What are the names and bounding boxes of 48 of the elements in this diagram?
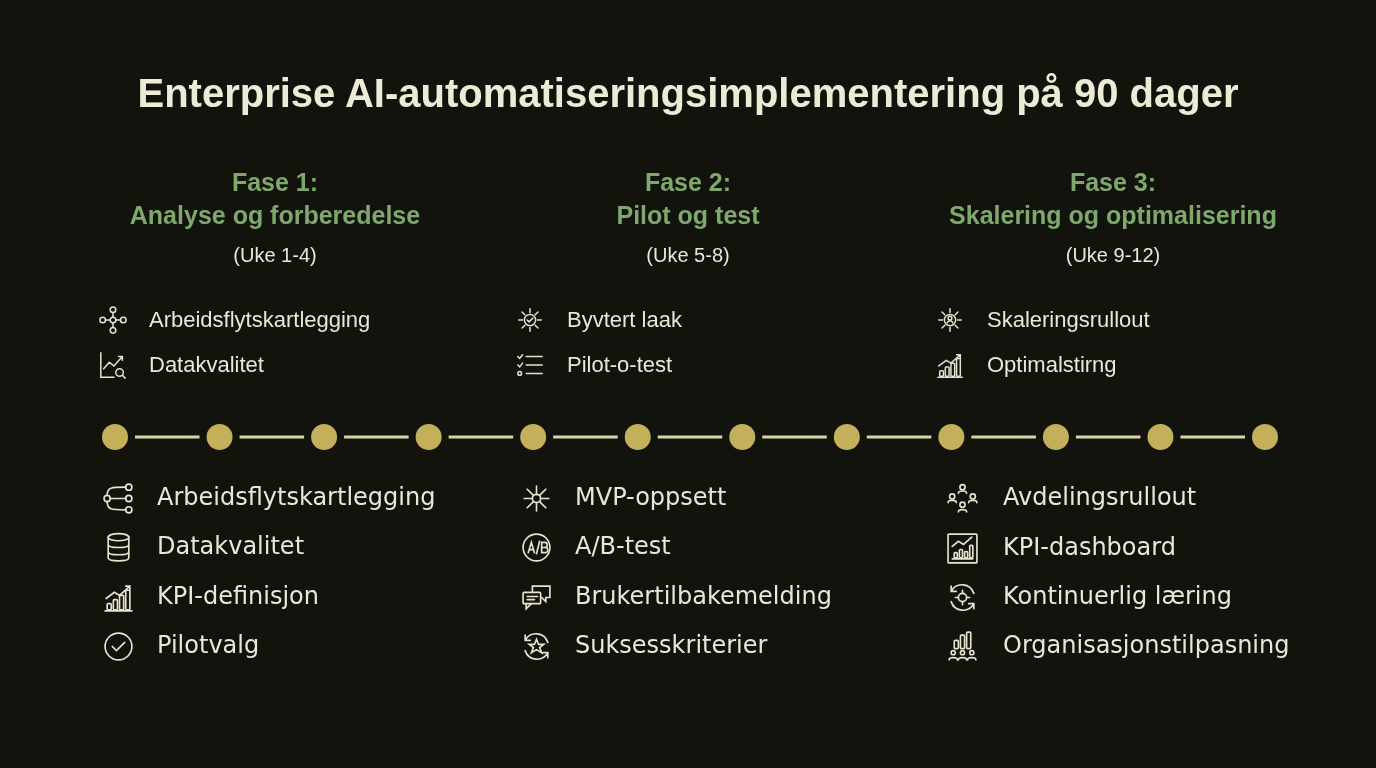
- timeline-dot: [206, 424, 233, 450]
- task-item: Byvtert laak: [567, 305, 682, 334]
- task-item: Pilot-o-test: [567, 350, 673, 379]
- task-item: MVP-oppsett: [575, 482, 727, 514]
- task-item: Datakvalitet: [157, 531, 305, 563]
- timeline-dot: [624, 424, 651, 450]
- title: Enterprise AI-automatiseringsimplementering på 90 dager: [136, 70, 1240, 117]
- task-item: A/B-test: [575, 531, 671, 563]
- connector-line: [971, 435, 1036, 439]
- phase-heading: Fase 3: Skalering og optimalisering: [948, 167, 1278, 231]
- week-range: (Uke 9-12): [1064, 243, 1162, 268]
- timeline-dot: [729, 424, 756, 450]
- connector-line: [1180, 435, 1245, 439]
- week-range: (Uke 5-8): [645, 243, 731, 268]
- task-item: Datakvalitet: [149, 350, 264, 379]
- task-item: Brukertilbakemelding: [575, 581, 832, 613]
- phase-heading: Fase 2: Pilot og test: [615, 167, 761, 231]
- timeline-dot: [1252, 424, 1278, 450]
- connector-line: [135, 435, 200, 439]
- timeline-dot: [102, 424, 128, 450]
- task-item: Arbeidsflytskartlegging: [149, 305, 371, 334]
- task-item: KPI-dashboard: [1003, 532, 1176, 564]
- connector-line: [239, 435, 305, 439]
- timeline-dot: [415, 424, 442, 450]
- connector-line: [762, 435, 827, 439]
- timeline-dot: [1147, 424, 1174, 450]
- task-item: Pilotvalg: [157, 630, 260, 662]
- connector-line: [344, 435, 409, 439]
- connector-line: [866, 435, 932, 439]
- task-item: Suksesskriterier: [575, 630, 768, 662]
- task-item: Skaleringsrullout: [987, 305, 1150, 334]
- task-item: Optimalstirng: [987, 350, 1117, 379]
- task-item: Arbeidsflytskartlegging: [157, 482, 436, 514]
- connector-line: [448, 435, 514, 439]
- timeline-dot: [833, 424, 860, 450]
- connector-line: [657, 435, 723, 439]
- task-item: Avdelingsrullout: [1003, 482, 1197, 514]
- task-item: KPI-definisjon: [157, 581, 319, 613]
- timeline-dot: [520, 424, 547, 450]
- phase-heading: Fase 1: Analyse og forberedelse: [128, 167, 422, 231]
- week-range: (Uke 1-4): [232, 243, 318, 268]
- timeline-dot: [311, 424, 338, 450]
- timeline-dot: [1042, 424, 1069, 450]
- task-item: Organisasjonstilpasning: [1003, 630, 1290, 662]
- connector-line: [553, 435, 618, 439]
- task-item: Kontinuerlig læring: [1003, 581, 1232, 613]
- connector-line: [1075, 435, 1141, 439]
- timeline-dot: [938, 424, 965, 450]
